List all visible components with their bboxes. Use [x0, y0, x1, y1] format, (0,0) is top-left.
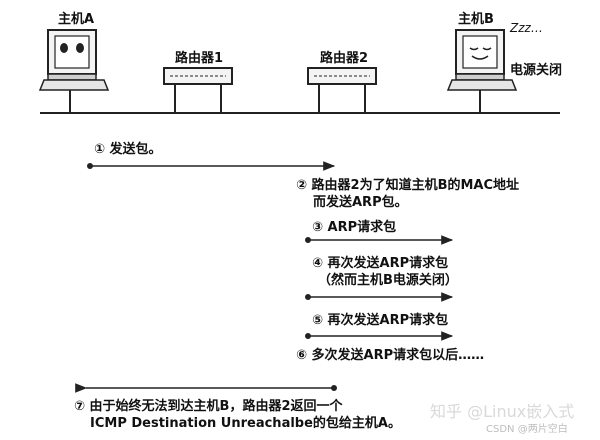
arrow-1-send-packet — [87, 161, 336, 171]
arrow-3-arp-request — [305, 235, 454, 245]
step-2-label-line2: 而发送ARP包。 — [313, 195, 408, 210]
step-4-label: ④ 再次发送ARP请求包 — [312, 256, 449, 271]
step-4-label-line2: （然而主机B电源关闭） — [318, 273, 458, 288]
arrow-4-arp-resend — [305, 292, 454, 302]
step-7-label-line2: ICMP Destination Unreachalbe的包给主机A。 — [90, 416, 401, 431]
host-b-computer-icon — [446, 29, 518, 113]
step-1-label: ① 发送包。 — [94, 142, 162, 157]
arrow-7-icmp-return — [75, 383, 337, 393]
host-b-sleep-indicator: Zzz… — [510, 21, 543, 35]
step-3-label: ③ ARP请求包 — [312, 220, 397, 235]
router-2-label: 路由器2 — [320, 51, 369, 66]
router-2-icon — [307, 67, 377, 113]
step-2-label: ② 路由器2为了知道主机B的MAC地址 — [296, 178, 520, 193]
router-1-label: 路由器1 — [175, 51, 224, 66]
arrow-5-arp-resend — [305, 331, 454, 341]
host-b-label: 主机B — [458, 12, 494, 27]
step-5-label: ⑤ 再次发送ARP请求包 — [312, 313, 449, 328]
host-b-power-status: 电源关闭 — [510, 63, 563, 78]
router-1-icon — [163, 67, 233, 113]
host-a-label: 主机A — [58, 12, 95, 27]
watermark-csdn: CSDN @两片空白 — [486, 424, 568, 435]
watermark-zhihu: 知乎 @Linux嵌入式 — [430, 402, 575, 421]
step-6-label: ⑥ 多次发送ARP请求包以后…… — [296, 348, 485, 363]
host-a-computer-icon — [38, 29, 110, 113]
step-7-label: ⑦ 由于始终无法到达主机B，路由器2返回一个 — [74, 399, 343, 414]
